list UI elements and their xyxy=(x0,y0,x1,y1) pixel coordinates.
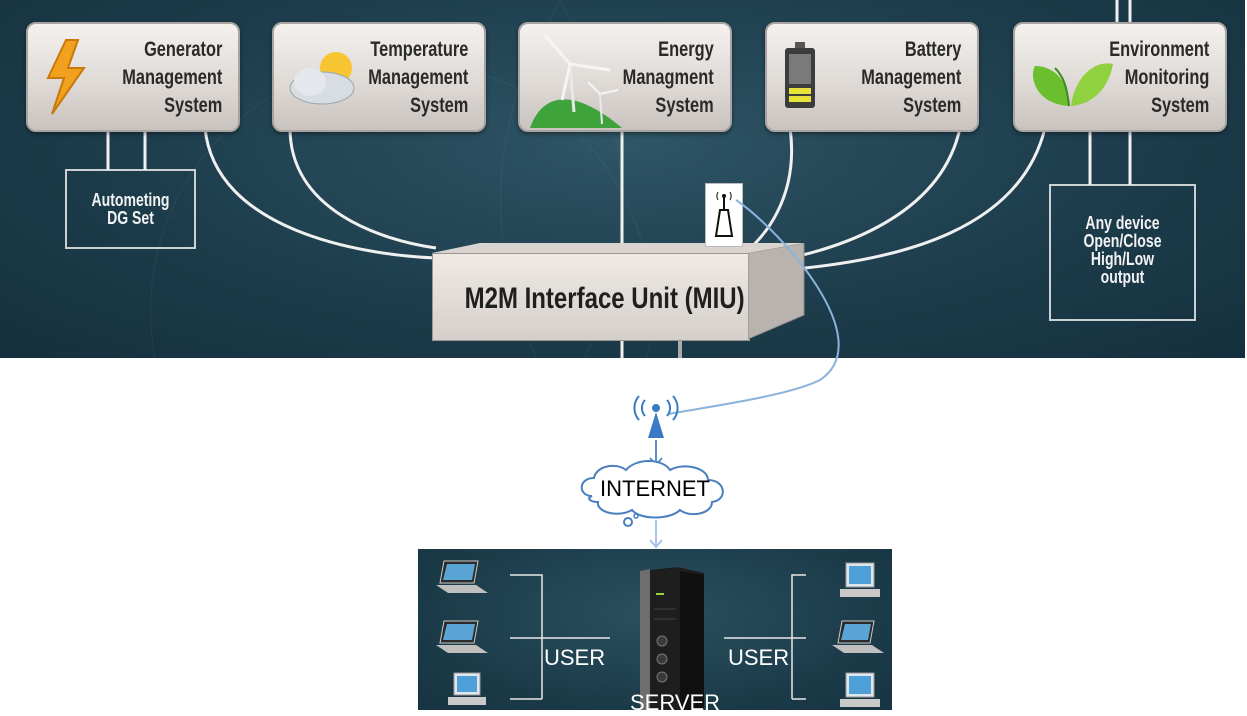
desktop-monitor-icon xyxy=(840,672,880,707)
server-label: SERVER xyxy=(630,690,721,715)
device-output-text: Any device Open/Close High/Low output xyxy=(1083,213,1162,287)
energy-management-box: Energy Managment System xyxy=(518,22,732,132)
server-network-lines xyxy=(436,560,884,710)
internet-cloud-icon xyxy=(580,460,724,519)
system-overview-panel: Generator Management System Temperature … xyxy=(0,0,1245,358)
desktop-monitor-icon xyxy=(840,562,880,597)
dg-set-output-box: Autometing DG Set xyxy=(65,169,196,249)
battery-icon xyxy=(785,42,815,108)
device-output-box: Any device Open/Close High/Low output xyxy=(1049,184,1196,321)
environment-monitoring-box: Environment Monitoring System xyxy=(1013,22,1227,132)
laptop-icon xyxy=(436,620,488,653)
environment-label: Environment Monitoring System xyxy=(1108,38,1209,117)
generator-management-box: Generator Management System xyxy=(26,22,240,132)
generator-label: Generator Management System xyxy=(121,38,222,117)
leaf-icon xyxy=(1032,63,1113,107)
weather-cloud-sun-icon xyxy=(289,52,355,105)
temperature-management-box: Temperature Management System xyxy=(272,22,486,132)
temperature-label: Temperature Management System xyxy=(367,38,468,117)
desktop-monitor-icon xyxy=(448,672,486,705)
user-label-left: USER xyxy=(544,645,606,670)
antenna-icon xyxy=(714,191,734,237)
user-label-right: USER xyxy=(728,645,790,670)
miu-label: M2M Interface Unit (MIU) xyxy=(464,282,745,315)
laptop-icon xyxy=(436,560,488,593)
laptop-icon xyxy=(832,620,884,653)
m2m-interface-unit: M2M Interface Unit (MIU) xyxy=(432,253,750,341)
internet-label: INTERNET xyxy=(600,476,710,501)
dg-set-output-text: Autometing DG Set xyxy=(91,190,170,228)
server-tower-icon xyxy=(640,567,704,710)
battery-label: Battery Management System xyxy=(860,38,961,117)
wind-turbine-icon xyxy=(530,33,622,128)
lightning-icon xyxy=(46,39,86,115)
wireless-tower-icon xyxy=(633,395,679,438)
energy-label: Energy Managment System xyxy=(622,38,714,117)
server-users-panel: USER USER xyxy=(418,549,892,710)
antenna-box xyxy=(705,183,743,247)
battery-management-box: Battery Management System xyxy=(765,22,979,132)
